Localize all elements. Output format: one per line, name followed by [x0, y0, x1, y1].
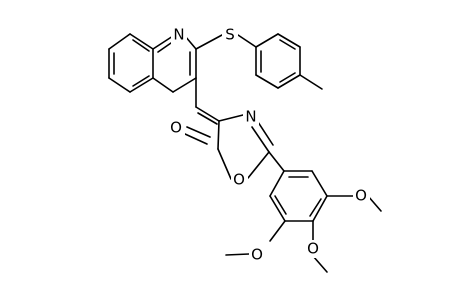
label-background [168, 119, 185, 137]
atom-label-o: O [355, 187, 367, 205]
thioether-sulfur: S [222, 26, 238, 44]
methoxy-oxygen-upper: O [353, 187, 370, 205]
atom-labels: N S N O O O [168, 26, 370, 264]
quinoline-nitrogen: N [171, 26, 187, 44]
atom-label-o: O [170, 119, 182, 137]
atom-label-s: S [225, 26, 235, 44]
atom-label-n: N [245, 108, 256, 126]
ring-oxygen: O [231, 171, 248, 189]
label-background [243, 108, 259, 126]
label-background [222, 26, 238, 44]
atom-label-o: O [307, 240, 319, 258]
label-background [353, 187, 370, 205]
methoxy-oxygen-lower: O [249, 246, 266, 264]
label-background [249, 246, 266, 264]
label-background [171, 26, 187, 44]
label-background [231, 171, 248, 189]
oxazole-nitrogen: N [243, 108, 259, 126]
atom-label-o: O [251, 246, 263, 264]
label-background [305, 240, 322, 258]
bond-lines [108, 33, 382, 273]
carbonyl-oxygen: O [168, 119, 185, 137]
atom-label-o: O [233, 171, 245, 189]
methoxy-oxygen-middle: O [305, 240, 322, 258]
atom-label-n: N [173, 26, 184, 44]
